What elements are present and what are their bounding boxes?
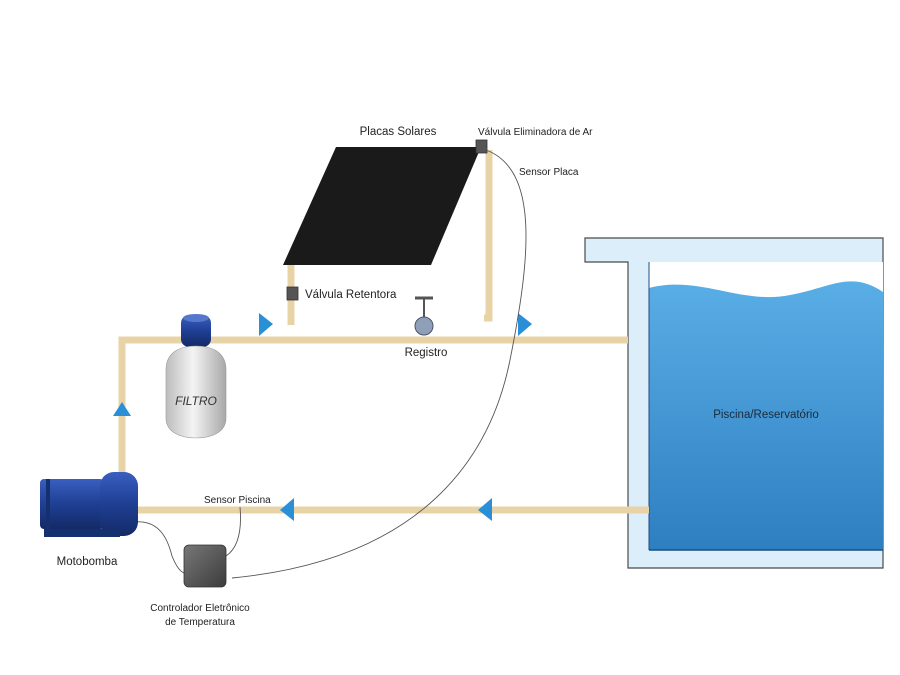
pump-label: Motobomba xyxy=(57,556,118,568)
flow-arrow-icon xyxy=(280,498,294,521)
filter-tank xyxy=(165,345,227,439)
register-valve: Registro xyxy=(405,296,448,359)
motor-pump: Motobomba xyxy=(40,472,138,568)
check-valve: Válvula Retentora xyxy=(286,286,397,301)
solar-panel: Placas Solares xyxy=(283,126,481,265)
air-valve-icon xyxy=(475,139,488,154)
check-valve-icon xyxy=(286,286,299,301)
pump-housing xyxy=(100,472,138,536)
sensor-wires xyxy=(134,149,527,579)
pool-sensor-label: Sensor Piscina xyxy=(204,495,271,506)
panel-outlet-pipe xyxy=(484,150,493,322)
filter: FILTRO xyxy=(165,314,227,439)
pool: Piscina/Reservatório xyxy=(584,237,884,569)
panel-sensor-label: Sensor Placa xyxy=(519,167,579,178)
filter-cap xyxy=(181,315,211,347)
flow-arrow-icon xyxy=(478,498,492,521)
flow-arrow-icon xyxy=(113,402,131,416)
air-valve: Válvula Eliminadora de Ar xyxy=(475,127,593,154)
controller-label-line2: de Temperatura xyxy=(165,617,235,628)
pump-cable xyxy=(134,521,187,575)
controller-box xyxy=(183,544,227,588)
supply-pipe xyxy=(118,336,628,480)
panel-sensor-wire xyxy=(231,149,527,579)
pool-sensor-wire xyxy=(225,506,241,557)
pump-motor-rib xyxy=(46,479,50,529)
solar-panel-plate xyxy=(283,147,481,265)
pipes xyxy=(118,150,649,514)
pool-label: Piscina/Reservatório xyxy=(713,409,818,421)
gate-valve-icon xyxy=(414,316,434,336)
flow-arrow-icon xyxy=(518,313,532,336)
flow-arrow-icon xyxy=(259,313,273,336)
controller-label-line1: Controlador Eletrônico xyxy=(150,603,250,614)
pump-motor xyxy=(40,479,104,529)
check-valve-label: Válvula Retentora xyxy=(305,289,397,301)
air-valve-label: Válvula Eliminadora de Ar xyxy=(478,127,593,138)
flow-arrows xyxy=(113,313,532,521)
filter-cap-top xyxy=(183,314,209,322)
solar-panels-label: Placas Solares xyxy=(360,126,437,138)
filter-label: FILTRO xyxy=(175,394,217,408)
register-label: Registro xyxy=(405,347,448,359)
temperature-controller: Controlador Eletrônico de Temperatura xyxy=(150,544,250,628)
pump-base xyxy=(44,529,120,537)
pool-water xyxy=(649,281,883,550)
